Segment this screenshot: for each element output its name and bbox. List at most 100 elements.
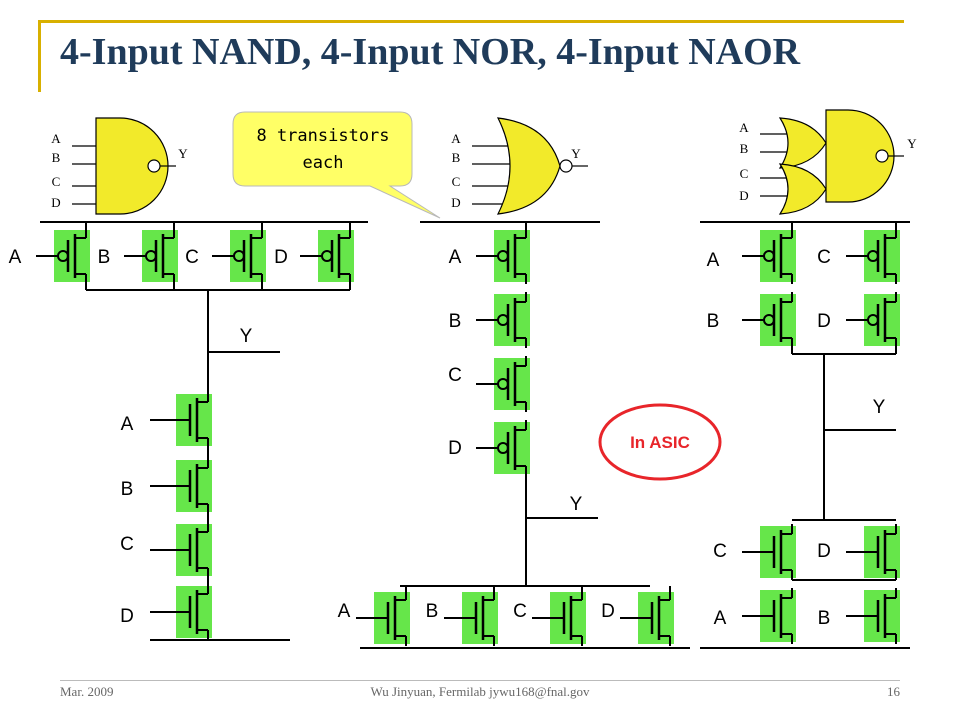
- naor-nmos-c: [742, 524, 796, 580]
- nor-body: [496, 117, 561, 215]
- naor-gate-input-a: A: [739, 120, 749, 135]
- title-rule: [38, 20, 904, 23]
- nand-pmos-label-d: D: [274, 247, 288, 268]
- nor-pmos-b: [476, 292, 530, 348]
- nor-gate-input-b: B: [452, 150, 461, 165]
- naor-gate-input-b: B: [740, 141, 749, 156]
- naor-gate-output: Y: [907, 136, 917, 151]
- naor-pmos-label-b: B: [707, 311, 720, 332]
- naor-output-bubble: [875, 149, 889, 163]
- inversion-bubble: [497, 250, 509, 262]
- nor-gate-input-a: A: [451, 131, 461, 146]
- naor-pmos-d: [846, 292, 900, 348]
- naor-pmos-label-a: A: [707, 250, 720, 271]
- nor-pmos-d: [476, 420, 530, 476]
- naor-output-label: Y: [873, 397, 886, 418]
- nand-body: [95, 117, 169, 215]
- nand-nmos-d: [158, 584, 212, 640]
- nand-pmos-a: [36, 228, 90, 284]
- nor-nmos-label-a: A: [338, 601, 351, 622]
- nor-pmos-label-c: C: [448, 365, 462, 386]
- nand-output-bubble: [147, 159, 161, 173]
- nor-output-label: Y: [570, 494, 583, 515]
- circuit-wires: [40, 221, 910, 649]
- asic-badge: In ASIC: [598, 403, 722, 481]
- nand-gate-input-c: C: [52, 174, 61, 189]
- naor-nmos-a: [742, 588, 796, 644]
- nor-nmos-label-c: C: [513, 601, 527, 622]
- nand-gate-input-a: A: [51, 131, 61, 146]
- naor-pmos-c: [846, 228, 900, 284]
- nand-pmos-label-b: B: [98, 247, 111, 268]
- inversion-bubble: [763, 250, 775, 262]
- nand-gate-input-b: B: [52, 150, 61, 165]
- inversion-bubble: [321, 250, 333, 262]
- nor-nmos-b: [444, 590, 498, 646]
- nor-pmos-c: [476, 356, 530, 412]
- naor-nand-body: [825, 109, 895, 203]
- transistor-count-callout: 8 transistors each: [232, 111, 441, 219]
- nor-gate-symbol: [472, 117, 588, 215]
- nand-gate-symbol: [72, 117, 176, 215]
- nand-nmos-c: [158, 522, 212, 578]
- nor-nmos-c: [532, 590, 586, 646]
- nor-nmos-label-b: B: [426, 601, 439, 622]
- naor-pmos-label-c: C: [817, 247, 831, 268]
- inversion-bubble: [497, 378, 509, 390]
- naor-gate-input-d: D: [739, 188, 748, 203]
- nor-nmos-label-d: D: [601, 601, 615, 622]
- naor-nmos-label-d: D: [817, 541, 831, 562]
- nand-nmos-a: [158, 392, 212, 448]
- naor-nmos-label-a: A: [714, 608, 727, 629]
- nand-gate-input-d: D: [51, 195, 60, 210]
- naor-gate-symbol: [760, 109, 904, 215]
- inversion-bubble: [497, 442, 509, 454]
- inversion-bubble: [57, 250, 69, 262]
- nand-nmos-label-a: A: [121, 414, 134, 435]
- naor-nmos-b: [846, 588, 900, 644]
- naor-pmos-b: [742, 292, 796, 348]
- inversion-bubble: [867, 250, 879, 262]
- nand-nmos-label-c: C: [120, 534, 134, 555]
- nand-nmos-label-b: B: [121, 479, 134, 500]
- naor-nmos-label-b: B: [818, 608, 831, 629]
- callout-line-2: each: [303, 153, 344, 173]
- nor-pmos-a: [476, 228, 530, 284]
- nand-gate-output: Y: [178, 146, 188, 161]
- inversion-bubble: [497, 314, 509, 326]
- nand-nmos-b: [158, 458, 212, 514]
- naor-or-lower: [778, 163, 827, 215]
- signal-labels: A B C D Y A B C D Y A B C D Y A B C D Y …: [9, 120, 918, 629]
- nand-pmos-d: [300, 228, 354, 284]
- footer-date: Mar. 2009: [60, 684, 114, 699]
- nand-pmos-c: [212, 228, 266, 284]
- footer-author: Wu Jinyuan, Fermilab jywu168@fnal.gov: [370, 684, 590, 699]
- nor-pmos-label-d: D: [448, 438, 462, 459]
- nor-gate-output: Y: [571, 146, 581, 161]
- nor-gate-input-c: C: [452, 174, 461, 189]
- nor-pmos-label-a: A: [449, 247, 462, 268]
- nor-output-bubble: [559, 159, 573, 173]
- inversion-bubble: [867, 314, 879, 326]
- nor-nmos-d: [620, 590, 674, 646]
- inversion-bubble: [763, 314, 775, 326]
- footer-page-number: 16: [887, 684, 900, 699]
- footer-rule: [60, 680, 900, 681]
- inversion-bubble: [233, 250, 245, 262]
- nor-gate-input-d: D: [451, 195, 460, 210]
- nand-pmos-label-a: A: [9, 247, 22, 268]
- nand-nmos-label-d: D: [120, 606, 134, 627]
- asic-label: In ASIC: [630, 433, 690, 452]
- nand-pmos-b: [124, 228, 178, 284]
- transistors: [36, 228, 900, 646]
- naor-pmos-a: [742, 228, 796, 284]
- nand-pmos-label-c: C: [185, 247, 199, 268]
- title-left-rule: [38, 20, 41, 92]
- nand-output-label: Y: [240, 326, 253, 347]
- naor-nmos-d: [846, 524, 900, 580]
- nor-pmos-label-b: B: [449, 311, 462, 332]
- naor-pmos-label-d: D: [817, 311, 831, 332]
- page-title: 4-Input NAND, 4-Input NOR, 4-Input NAOR: [60, 31, 801, 73]
